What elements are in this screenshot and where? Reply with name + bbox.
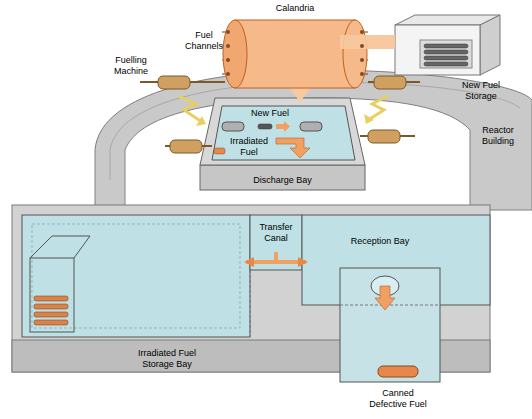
part-name: Irradiated Fuel — [226, 136, 272, 158]
part-name: Reactor Building — [474, 125, 522, 147]
part-name: New Fuel — [245, 108, 295, 119]
node-label: Discharge Bay — [205, 175, 360, 186]
transfer-canal: Transfer Canal — [254, 222, 298, 252]
node-label: Transfer Canal — [254, 222, 298, 244]
part-name: Fuelling Machine — [108, 55, 154, 77]
reception-bay: Reception Bay — [306, 218, 490, 306]
part-name: New Fuel Storage — [458, 80, 504, 102]
part-name: Fuel Channels — [182, 30, 226, 52]
node-label: Reception Bay — [340, 236, 420, 247]
part-name: Canned Defective Fuel — [364, 388, 432, 410]
node-label: Irradiated Fuel Storage Bay — [130, 348, 204, 370]
storage-bay: Irradiated Fuel Storage Bay — [22, 218, 246, 340]
flow-arrow — [276, 252, 306, 262]
part-name: Calandria — [262, 3, 328, 14]
flow-arrow — [246, 252, 276, 262]
